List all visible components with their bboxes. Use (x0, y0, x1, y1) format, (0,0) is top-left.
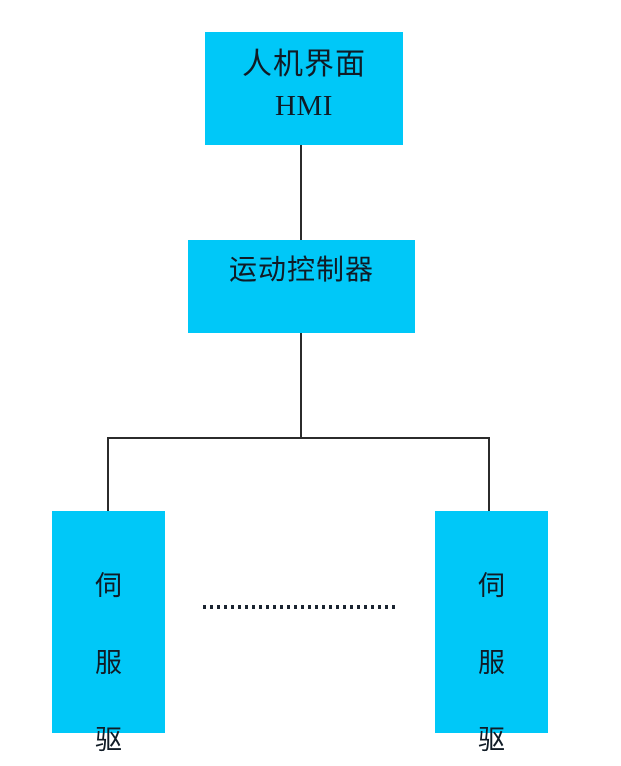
servo-right-char-3: 驱 (478, 724, 505, 755)
node-hmi-label-line1: 人机界面 (242, 48, 366, 81)
connector-hmi-to-controller (300, 145, 302, 240)
connector-bus-to-servo-right (488, 437, 490, 511)
servo-right-char-2: 服 (478, 647, 505, 678)
connector-bus-to-servo-left (107, 437, 109, 511)
node-servo-drive-right[interactable]: 伺 服 驱 动 (435, 511, 548, 755)
node-servo-drive-right-label: 伺 服 驱 动 (478, 529, 505, 766)
connector-controller-to-bus (300, 333, 302, 439)
node-motion-controller-label: 运动控制器 (228, 255, 374, 286)
servo-right-char-1: 伺 (478, 571, 505, 602)
servo-ellipsis-dotted-line (203, 605, 396, 609)
servo-left-char-2: 服 (95, 647, 122, 678)
connector-bus-horizontal (108, 437, 489, 439)
node-hmi-label-line2: HMI (275, 90, 333, 123)
node-servo-drive-left-label: 伺 服 驱 动 (95, 529, 122, 766)
node-hmi-label: 人机界面 HMI (242, 46, 366, 126)
servo-left-char-3: 驱 (95, 724, 122, 755)
node-hmi[interactable]: 人机界面 HMI (205, 32, 403, 145)
node-motion-controller[interactable]: 运动控制器 (188, 240, 415, 333)
node-servo-drive-left[interactable]: 伺 服 驱 动 (52, 511, 165, 755)
servo-left-char-1: 伺 (95, 571, 122, 602)
